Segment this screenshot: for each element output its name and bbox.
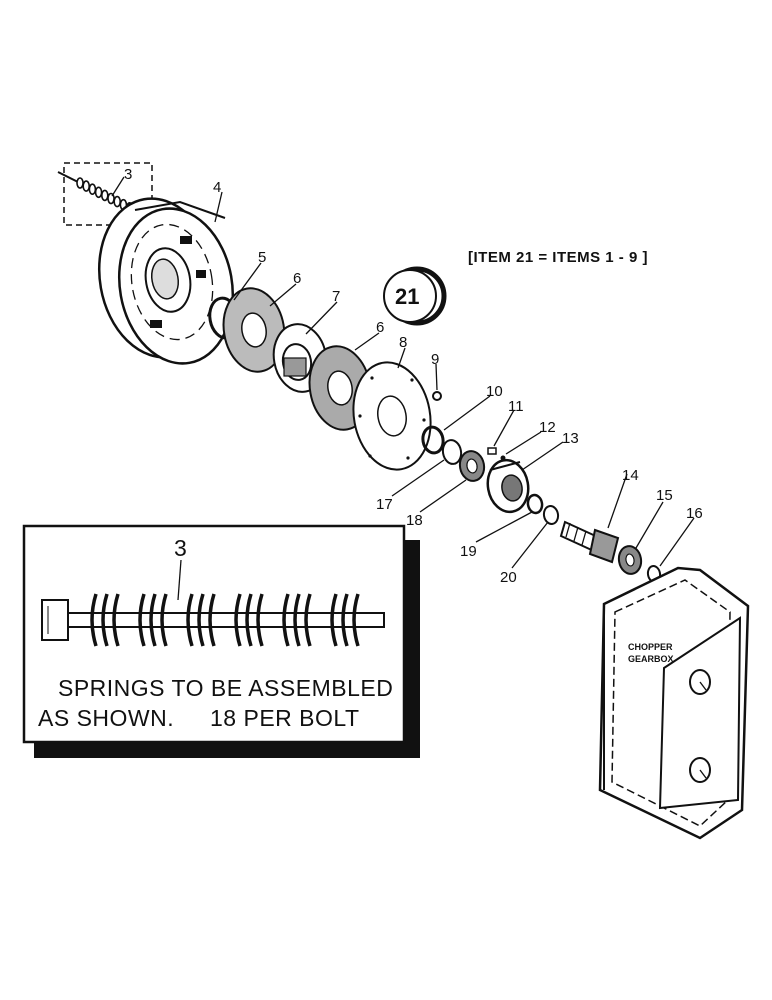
- gearbox-label-1: CHOPPER: [628, 642, 673, 652]
- callout-17: 17: [376, 496, 393, 513]
- spring-assembly-inset: 3 SPRINGS TO BE ASSEMBLED AS SHOWN. 18 P…: [22, 524, 420, 758]
- cup-spring: [208, 593, 216, 647]
- callout-8: 8: [399, 334, 407, 351]
- item-21-note: [ITEM 21 = ITEMS 1 - 9 ]: [468, 249, 648, 266]
- callout-12: 12: [539, 419, 556, 436]
- snap-ring-item-17: [441, 439, 463, 465]
- callout-5: 5: [258, 249, 266, 266]
- gearbox-label-2: GEARBOX: [628, 654, 674, 664]
- bearing-housing-item-13: [486, 458, 530, 514]
- cup-spring: [341, 593, 349, 647]
- inset-line-1: SPRINGS TO BE ASSEMBLED: [58, 675, 393, 701]
- inset-line-3: 18 PER BOLT: [210, 705, 360, 731]
- callout-20: 20: [500, 569, 517, 586]
- spring-coil: [76, 177, 84, 189]
- inset-callout-3: 3: [174, 535, 187, 561]
- callout-9: 9: [431, 351, 439, 368]
- kit-badge-21: 21: [383, 266, 447, 326]
- callout-11: 11: [508, 398, 524, 415]
- callout-4: 4: [213, 179, 221, 196]
- callout-19: 19: [460, 543, 477, 560]
- bearing-item-18: [458, 450, 486, 482]
- washer-item-10: [421, 425, 445, 455]
- bearing-item-15: [617, 545, 643, 575]
- washer-item-19: [526, 493, 544, 515]
- cup-spring: [101, 593, 109, 647]
- spring-coil: [94, 186, 103, 199]
- callout-18: 18: [406, 512, 423, 529]
- cup-spring: [197, 593, 205, 647]
- callout-10: 10: [486, 383, 503, 400]
- callout-3: 3: [124, 166, 132, 183]
- pressure-plate-item-8: [352, 361, 432, 471]
- callout-13: 13: [562, 430, 579, 447]
- callout-7: 7: [332, 288, 340, 305]
- splined-shaft-item-14: [559, 520, 620, 564]
- leader-lines: [111, 176, 695, 569]
- cup-spring: [304, 593, 312, 647]
- pulley-item-4: [97, 197, 235, 365]
- cup-spring: [160, 593, 168, 647]
- cup-spring: [293, 593, 301, 647]
- cup-spring: [149, 593, 157, 647]
- chopper-gearbox: CHOPPER GEARBOX: [598, 566, 750, 840]
- spring-coil: [113, 195, 121, 208]
- callout-labels: 3 4 5 6 7 6 8 9 10 11 12 13 14 15 16 17 …: [124, 166, 703, 586]
- nut-item-9: [432, 391, 442, 401]
- cup-spring: [282, 593, 290, 647]
- cup-spring: [352, 593, 360, 647]
- cup-spring: [138, 593, 146, 647]
- callout-16: 16: [686, 505, 703, 522]
- washer-item-20: [542, 505, 560, 525]
- bolt-item-11: [487, 447, 497, 455]
- callout-14: 14: [622, 467, 639, 484]
- spring-coil: [88, 183, 97, 195]
- cup-spring: [234, 593, 242, 647]
- cup-spring: [112, 593, 120, 647]
- friction-disc-item-6a: [222, 287, 286, 373]
- spring-coil: [82, 180, 90, 192]
- cup-spring: [330, 593, 338, 647]
- callout-6b: 6: [376, 319, 384, 336]
- cup-spring: [256, 593, 264, 647]
- cup-spring: [90, 593, 98, 647]
- cup-spring: [186, 593, 194, 647]
- kit-badge-label: 21: [395, 284, 419, 309]
- callout-6a: 6: [293, 270, 301, 287]
- cup-spring: [245, 593, 253, 647]
- callout-15: 15: [656, 487, 673, 504]
- inset-line-2: AS SHOWN.: [38, 705, 174, 731]
- spring-coil: [101, 189, 109, 202]
- spring-bolt-item-3: [57, 162, 153, 226]
